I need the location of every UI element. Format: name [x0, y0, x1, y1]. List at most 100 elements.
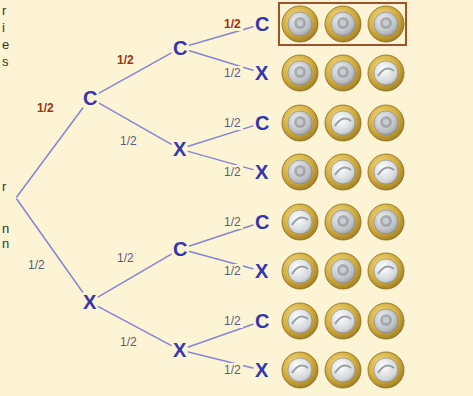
coin-tails [325, 303, 361, 339]
coin-ring [282, 303, 318, 339]
coin-center [331, 160, 355, 184]
outcome-node: X [253, 63, 270, 83]
coin-emblem [380, 215, 392, 227]
coin-ring [325, 303, 361, 339]
branch-line [188, 151, 253, 169]
coin-emblem [294, 66, 306, 78]
probability-label: 1/2 [222, 215, 243, 229]
coin-center [374, 309, 398, 333]
outcome-letter: C [173, 37, 187, 59]
coin-heads [282, 6, 318, 42]
outcome-letter: C [255, 112, 269, 134]
coin-center [331, 61, 355, 85]
text-fragment: e [2, 38, 9, 51]
coin-ring [282, 105, 318, 141]
coin-heads [325, 253, 361, 289]
coin-emblem [297, 69, 303, 75]
coin-ring [325, 6, 361, 42]
coin-map [292, 316, 308, 324]
text-fragment: r [2, 180, 6, 193]
coin-emblem [297, 20, 303, 26]
probability-label: 1/2 [118, 134, 139, 148]
coin-map [378, 266, 394, 274]
coin-ring [282, 204, 318, 240]
coin-heads [368, 105, 404, 141]
text-fragment: s [2, 55, 9, 68]
coin-tails [282, 204, 318, 240]
outcome-node: C [171, 239, 189, 259]
coin-tails [325, 352, 361, 388]
coin-ring [368, 105, 404, 141]
outcome-letter: C [255, 13, 269, 35]
outcome-node: X [171, 340, 188, 360]
coin-tails [282, 352, 318, 388]
coin-center [331, 111, 355, 135]
outcome-node: C [253, 113, 271, 133]
coin-center [374, 210, 398, 234]
coin-center [331, 210, 355, 234]
coin-ring [282, 253, 318, 289]
probability-label: 1/2 [26, 258, 47, 272]
coin-emblem [340, 20, 346, 26]
coin-emblem [380, 314, 392, 326]
coin-center [288, 358, 312, 382]
coin-ring [325, 253, 361, 289]
outcome-node: X [253, 360, 270, 380]
coin-emblem [337, 66, 349, 78]
outcome-node: X [253, 162, 270, 182]
coin-ring [325, 55, 361, 91]
outcome-letter: X [255, 260, 268, 282]
coin-emblem [383, 218, 389, 224]
outcome-letter: X [173, 339, 186, 361]
text-fragment: r [2, 4, 6, 17]
coin-ring [368, 303, 404, 339]
outcome-node: X [253, 261, 270, 281]
coin-emblem [297, 168, 303, 174]
coin-ring [282, 6, 318, 42]
text-fragment: n [2, 237, 9, 250]
outcome-letter: C [173, 238, 187, 260]
coin-center [331, 12, 355, 36]
branch-line [188, 126, 253, 146]
coin-center [288, 61, 312, 85]
outcome-node: X [171, 139, 188, 159]
coin-ring [368, 154, 404, 190]
probability-label: 1/2 [115, 251, 136, 265]
coin-map [378, 68, 394, 76]
coin-map [292, 266, 308, 274]
probability-label: 1/2 [222, 116, 243, 130]
coin-center [374, 358, 398, 382]
coin-emblem [294, 165, 306, 177]
coin-tails [325, 105, 361, 141]
coin-emblem [383, 317, 389, 323]
outcome-node: C [171, 38, 189, 58]
coin-emblem [340, 218, 346, 224]
probability-label: 1/2 [222, 17, 243, 31]
coin-heads [325, 6, 361, 42]
outcome-node: C [253, 14, 271, 34]
probability-label: 1/2 [35, 101, 56, 115]
coin-heads [325, 204, 361, 240]
outcome-node: C [253, 212, 271, 232]
outcome-letter: C [255, 211, 269, 233]
coin-center [331, 309, 355, 333]
coin-center [374, 160, 398, 184]
outcome-node: C [81, 88, 99, 108]
coin-ring [282, 55, 318, 91]
probability-label: 1/2 [222, 66, 243, 80]
outcome-letter: X [255, 359, 268, 381]
coin-emblem [337, 215, 349, 227]
coin-tails [282, 303, 318, 339]
coin-map [292, 217, 308, 225]
coin-ring [368, 204, 404, 240]
coin-center [374, 12, 398, 36]
coin-ring [325, 105, 361, 141]
coin-center [374, 259, 398, 283]
coin-map [335, 365, 351, 373]
coin-emblem [294, 17, 306, 29]
coin-tails [282, 253, 318, 289]
coin-emblem [297, 119, 303, 125]
coin-center [288, 111, 312, 135]
coin-center [331, 259, 355, 283]
